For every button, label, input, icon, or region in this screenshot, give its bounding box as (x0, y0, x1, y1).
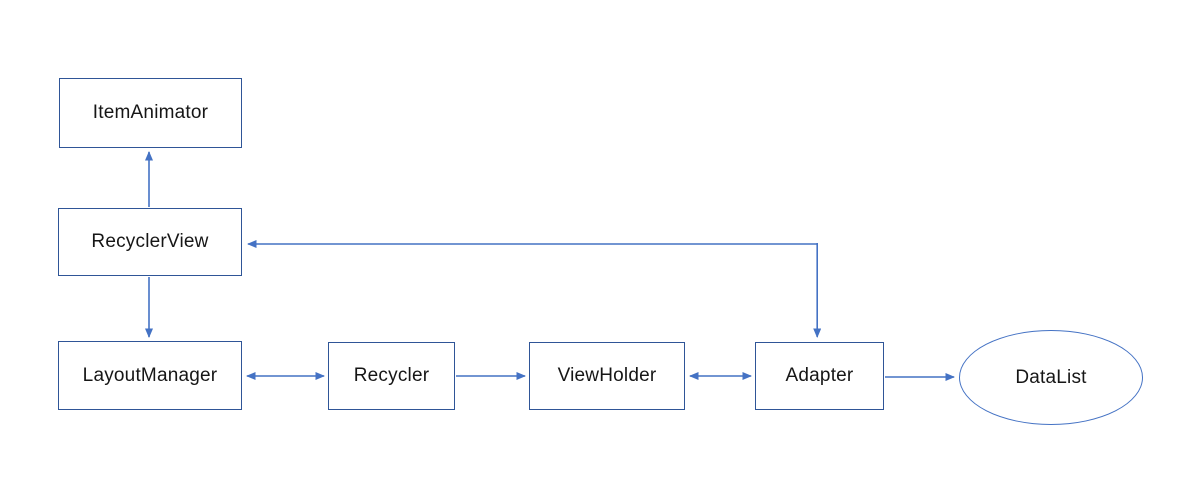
node-layout-manager-label: LayoutManager (82, 364, 218, 386)
node-layout-manager: LayoutManager (58, 341, 242, 410)
node-adapter: Adapter (755, 342, 884, 410)
arrow-adapter-recyclerview-elbow (247, 240, 822, 338)
node-view-holder: ViewHolder (529, 342, 685, 410)
node-data-list: DataList (959, 330, 1143, 425)
node-recycler-label: Recycler (353, 365, 430, 386)
node-recycler-view: RecyclerView (58, 208, 242, 276)
node-recycler: Recycler (328, 342, 455, 410)
node-adapter-label: Adapter (785, 365, 854, 386)
node-data-list-label: DataList (1015, 366, 1087, 388)
node-item-animator-label: ItemAnimator (92, 102, 209, 123)
node-recycler-view-label: RecyclerView (91, 231, 209, 252)
node-item-animator: ItemAnimator (59, 78, 242, 148)
node-view-holder-label: ViewHolder (557, 365, 657, 386)
